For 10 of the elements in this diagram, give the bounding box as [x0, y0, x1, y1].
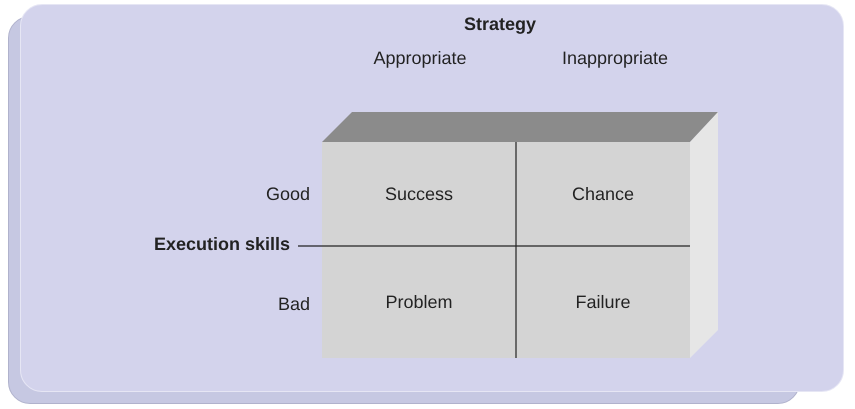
quadrant-label: Problem — [385, 292, 453, 312]
quadrant-label: Success — [384, 184, 454, 204]
axis-label: Strategy — [462, 14, 538, 35]
quadrant-label: Failure — [575, 292, 631, 312]
axis-label: Appropriate — [372, 48, 468, 69]
axis-label: Execution skills — [152, 234, 290, 255]
quadrant-label: Chance — [572, 184, 634, 204]
axis-label: Bad — [276, 294, 310, 315]
axis-label: Inappropriate — [560, 48, 670, 69]
axis-label: Good — [264, 184, 310, 205]
